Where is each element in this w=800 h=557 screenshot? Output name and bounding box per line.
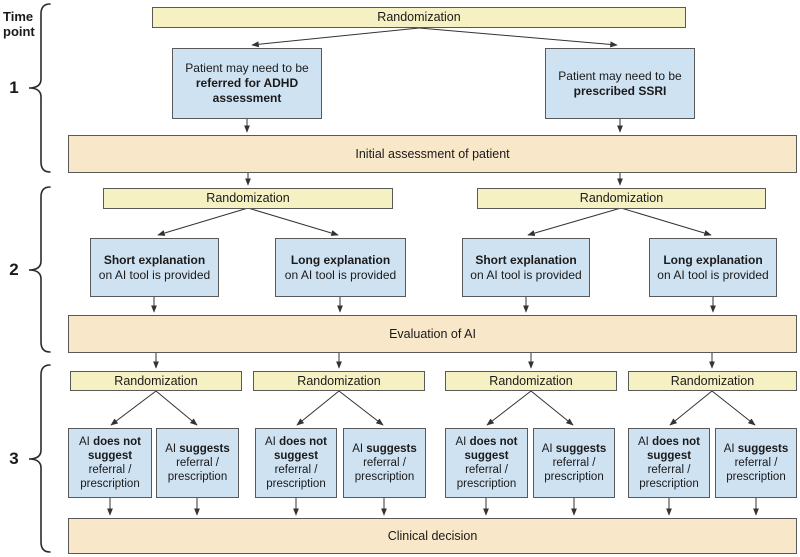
- option-box-referral-assessment: Patient may need to be referred for ADHD…: [172, 48, 322, 119]
- randomization-box-t2-right: Randomization: [477, 188, 766, 209]
- option-box-long-explanation-1: Long explanation on AI tool is provided: [275, 238, 406, 297]
- option-text-bold: suggests: [366, 443, 417, 455]
- option-text-bold: does not suggest: [464, 436, 518, 462]
- option-text-bold: does not suggest: [87, 436, 141, 462]
- randomization-label: Randomization: [489, 373, 573, 388]
- option-text-post: referral / prescription: [544, 457, 604, 483]
- option-box-ai-suggests-2: AI suggests referral / prescription: [343, 428, 426, 498]
- option-text-normal: Patient may need to be: [185, 61, 309, 75]
- option-box-short-explanation-1: Short explanation on AI tool is provided: [90, 238, 219, 297]
- stage-band-label: Evaluation of AI: [389, 326, 476, 341]
- timepoint-axis-label-line1: Time: [3, 9, 34, 24]
- randomization-label: Randomization: [377, 10, 461, 24]
- randomization-label: Randomization: [114, 373, 198, 388]
- option-text-bold: prescribed SSRI: [573, 83, 667, 98]
- option-text-pre: AI: [455, 436, 470, 448]
- randomization-box-t3-c: Randomization: [445, 371, 617, 391]
- option-text-bold: suggests: [179, 443, 230, 455]
- timepoint-3-number: 3: [9, 449, 19, 468]
- option-box-long-explanation-2: Long explanation on AI tool is provided: [649, 238, 777, 297]
- randomization-box-t2-left: Randomization: [103, 188, 393, 209]
- option-text-pre: AI: [165, 443, 180, 455]
- option-text-post: referral / prescription: [456, 464, 517, 490]
- stage-band-clinical-decision: Clinical decision: [68, 518, 797, 554]
- option-text-pre: AI: [265, 436, 280, 448]
- stage-band-initial-assessment: Initial assessment of patient: [68, 135, 797, 173]
- option-text-bold: does not suggest: [273, 436, 327, 462]
- option-box-ai-does-not-suggest-4: AI does not suggest referral / prescript…: [628, 428, 710, 498]
- option-text-pre: AI: [352, 443, 367, 455]
- randomization-label: Randomization: [579, 191, 664, 205]
- option-text-post: referral / prescription: [80, 464, 140, 490]
- randomization-label: Randomization: [670, 373, 755, 388]
- option-box-prescribed-ssri: Patient may need to be prescribed SSRI: [545, 48, 695, 119]
- timepoint-braces: [28, 3, 51, 553]
- option-text-pre: AI: [541, 443, 556, 455]
- option-box-short-explanation-2: Short explanation on AI tool is provided: [462, 238, 590, 297]
- option-text-bold: Long explanation: [290, 252, 391, 267]
- randomization-label: Randomization: [297, 373, 381, 388]
- option-box-ai-suggests-4: AI suggests referral / prescription: [715, 428, 797, 498]
- option-text-post: referral / prescription: [639, 464, 699, 490]
- option-text-post: referral / prescription: [167, 457, 228, 483]
- timepoint-2-number: 2: [9, 260, 19, 279]
- option-text-post: referral / prescription: [354, 457, 415, 483]
- option-text-pre: AI: [638, 436, 653, 448]
- stage-band-label: Initial assessment of patient: [355, 146, 510, 161]
- option-text-bold: Short explanation: [103, 252, 206, 267]
- option-text-post: referral / prescription: [726, 457, 786, 483]
- option-box-ai-does-not-suggest-2: AI does not suggest referral / prescript…: [255, 428, 337, 498]
- option-text-bold: Long explanation: [663, 252, 763, 267]
- stage-band-evaluation-of-ai: Evaluation of AI: [68, 315, 797, 353]
- option-text-post: referral / prescription: [266, 464, 326, 490]
- option-text-normal: on AI tool is provided: [284, 267, 397, 282]
- option-box-ai-suggests-3: AI suggests referral / prescription: [533, 428, 615, 498]
- option-text-bold: does not suggest: [646, 436, 700, 462]
- randomization-label: Randomization: [206, 191, 290, 205]
- option-text-normal: on AI tool is provided: [657, 267, 769, 282]
- brace-2: [28, 186, 51, 353]
- option-text-bold: referred for ADHD assessment: [195, 76, 299, 105]
- option-text-normal: on AI tool is provided: [98, 267, 211, 282]
- option-box-ai-suggests-1: AI suggests referral / prescription: [156, 428, 239, 498]
- randomization-box-t3-d: Randomization: [628, 371, 797, 391]
- option-text-normal: Patient may need to be: [558, 68, 682, 83]
- stage-band-label: Clinical decision: [387, 528, 478, 543]
- timepoint-axis-label: Time point: [3, 9, 49, 39]
- option-box-ai-does-not-suggest-1: AI does not suggest referral / prescript…: [68, 428, 152, 498]
- timepoint-axis-label-line2: point: [3, 24, 35, 39]
- randomization-box-t3-a: Randomization: [70, 371, 242, 391]
- option-text-pre: AI: [723, 443, 738, 455]
- option-text-pre: AI: [79, 436, 94, 448]
- option-text-bold: Short explanation: [475, 252, 577, 267]
- randomization-box-t1: Randomization: [152, 7, 686, 28]
- option-text-bold: suggests: [555, 443, 607, 455]
- timepoint-1-number: 1: [9, 78, 19, 97]
- option-text-bold: suggests: [737, 443, 789, 455]
- option-box-ai-does-not-suggest-3: AI does not suggest referral / prescript…: [445, 428, 528, 498]
- option-text-normal: on AI tool is provided: [470, 267, 582, 282]
- randomization-box-t3-b: Randomization: [253, 371, 425, 391]
- brace-3: [28, 364, 51, 553]
